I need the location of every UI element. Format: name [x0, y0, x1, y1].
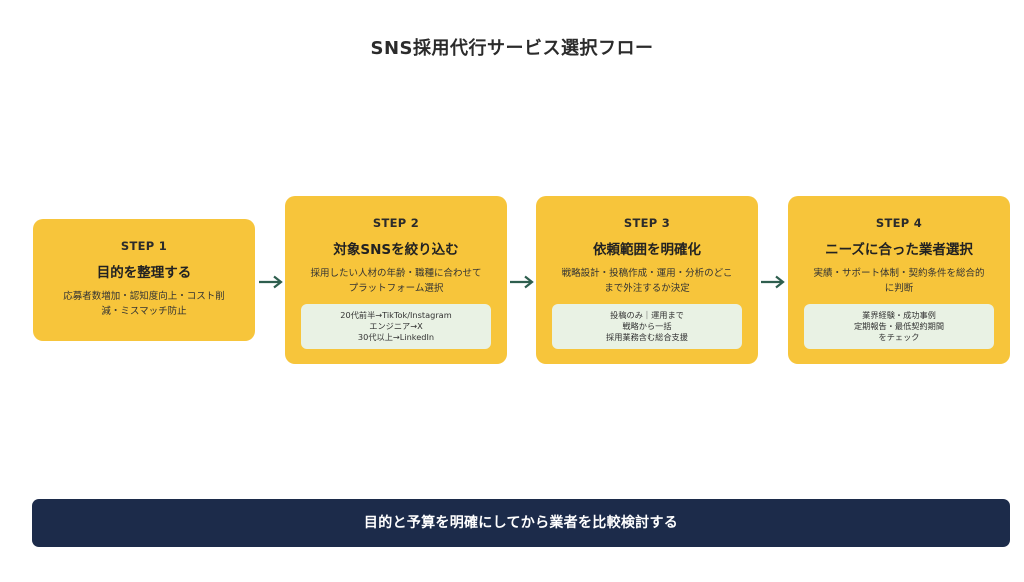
- step-4-description-line: に判断: [884, 283, 914, 294]
- step-2-detail-line: エンジニア→X: [369, 321, 423, 331]
- step-3-description: 戦略設計・投稿作成・運用・分析のどこ まで外注するか決定: [550, 266, 744, 296]
- arrow-right-icon: [510, 275, 534, 289]
- step-3-detail-line: 投稿のみ｜運用まで: [610, 310, 684, 320]
- arrow-right-icon: [761, 275, 785, 289]
- step-3-label: STEP 3: [623, 216, 671, 230]
- step-4-detail-line: 定期報告・最低契約期間: [853, 321, 945, 331]
- step-2-description-line: プラットフォーム選択: [348, 283, 444, 294]
- step-2-description: 採用したい人材の年齢・職種に合わせて プラットフォーム選択: [299, 266, 493, 296]
- step-2-label: STEP 2: [372, 216, 420, 230]
- step-3-detail-line: 戦略から一括: [622, 321, 672, 331]
- step-3-description-line: 戦略設計・投稿作成・運用・分析のどこ: [561, 268, 733, 279]
- arrow-right-icon: [259, 275, 283, 289]
- step-2-description-line: 採用したい人材の年齢・職種に合わせて: [310, 268, 482, 279]
- step-1-heading: 目的を整理する: [96, 265, 192, 281]
- step-1-card: STEP 1 目的を整理する 応募者数増加・認知度向上・コスト削 減・ミスマッチ…: [33, 219, 255, 341]
- step-3-description-line: まで外注するか決定: [604, 283, 690, 294]
- step-2-detail-line: 20代前半→TikTok/Instagram: [340, 310, 452, 320]
- step-4-description-line: 実績・サポート体制・契約条件を総合的: [813, 268, 985, 279]
- step-1-description-line: 減・ミスマッチ防止: [101, 306, 187, 317]
- step-4-label: STEP 4: [875, 216, 923, 230]
- page-title: SNS採用代行サービス選択フロー: [370, 38, 654, 59]
- conclusion-banner: 目的と予算を明確にしてから業者を比較検討する: [32, 499, 1010, 547]
- step-2-card: STEP 2 対象SNSを絞り込む 採用したい人材の年齢・職種に合わせて プラッ…: [285, 196, 507, 364]
- step-4-detail-box: 業界経験・成功事例 定期報告・最低契約期間 をチェック: [804, 304, 994, 349]
- step-2-detail-box: 20代前半→TikTok/Instagram エンジニア→X 30代以上→Lin…: [301, 304, 491, 349]
- step-1-description: 応募者数増加・認知度向上・コスト削 減・ミスマッチ防止: [47, 289, 241, 319]
- step-3-card: STEP 3 依頼範囲を明確化 戦略設計・投稿作成・運用・分析のどこ まで外注す…: [536, 196, 758, 364]
- step-3-heading: 依頼範囲を明確化: [593, 242, 701, 258]
- step-4-detail-line: をチェック: [878, 332, 920, 342]
- step-2-heading: 対象SNSを絞り込む: [333, 242, 459, 258]
- step-3-detail-box: 投稿のみ｜運用まで 戦略から一括 採用業務含む総合支援: [552, 304, 742, 349]
- step-3-detail-line: 採用業務含む総合支援: [606, 332, 688, 342]
- step-1-description-line: 応募者数増加・認知度向上・コスト削: [63, 291, 225, 302]
- step-4-heading: ニーズに合った業者選択: [825, 242, 973, 258]
- step-2-detail-line: 30代以上→LinkedIn: [357, 332, 435, 342]
- step-1-label: STEP 1: [120, 239, 168, 253]
- step-4-card: STEP 4 ニーズに合った業者選択 実績・サポート体制・契約条件を総合的 に判…: [788, 196, 1010, 364]
- step-4-description: 実績・サポート体制・契約条件を総合的 に判断: [802, 266, 996, 296]
- step-4-detail-line: 業界経験・成功事例: [862, 310, 936, 320]
